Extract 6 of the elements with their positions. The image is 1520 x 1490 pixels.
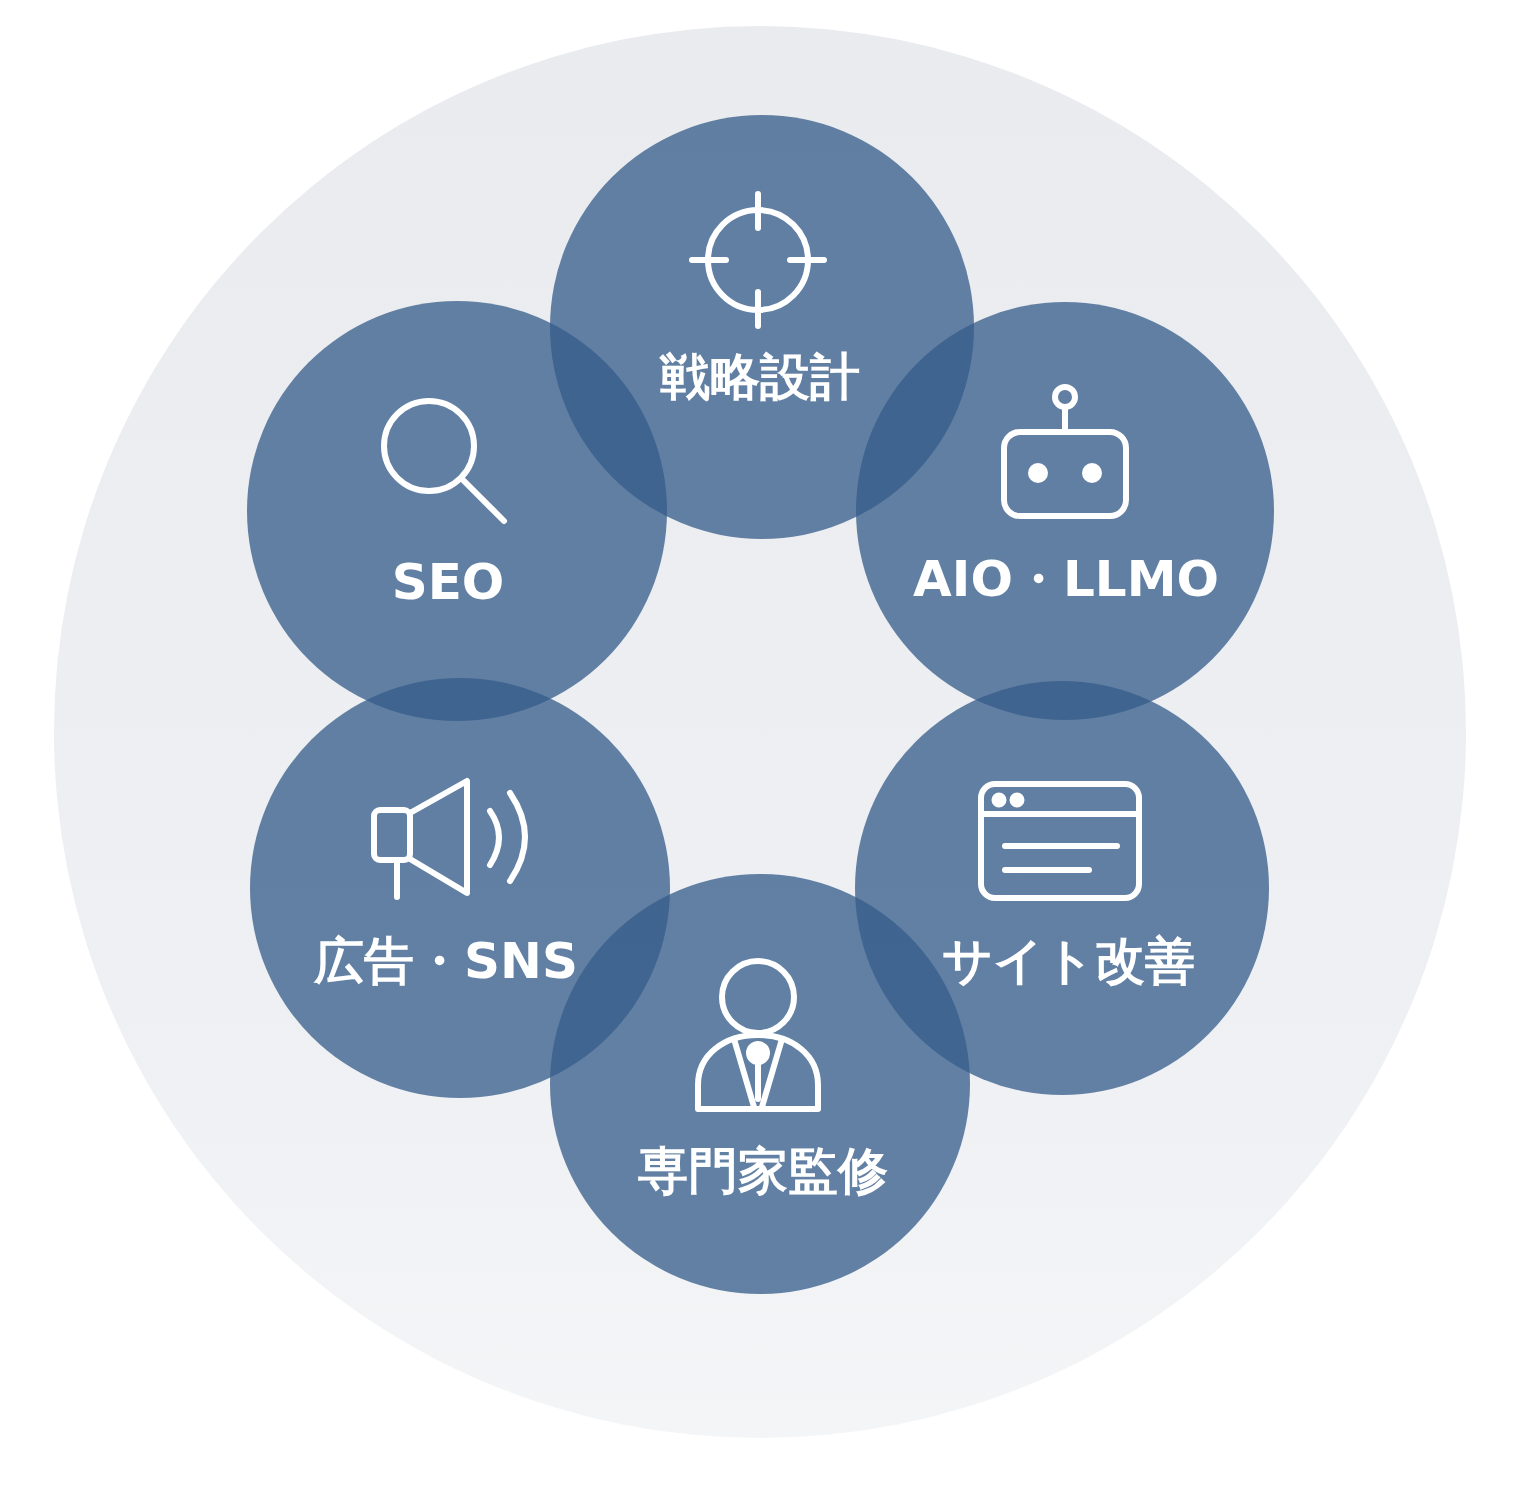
service-label: SEO (391, 554, 505, 612)
service-label: 戦略設計 (660, 349, 860, 407)
service-label: 専門家監修 (638, 1143, 888, 1201)
service-label: サイト改善 (941, 933, 1195, 991)
service-label: 広告・SNS (314, 933, 578, 991)
service-label: AIO・LLMO (913, 551, 1219, 609)
